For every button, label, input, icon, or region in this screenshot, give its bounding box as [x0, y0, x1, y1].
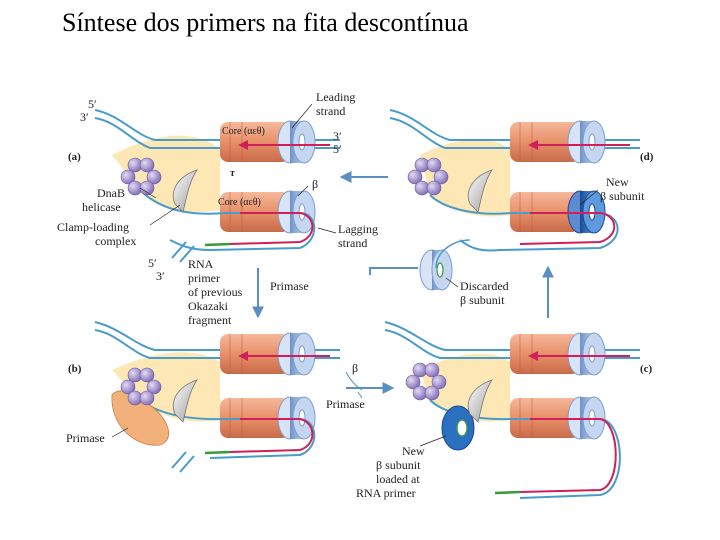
rna-primer-a — [204, 242, 231, 247]
discarded-beta: Discarded β subunit — [419, 239, 509, 307]
label-dnab-1: DnaB — [97, 186, 125, 200]
label-rna-3: of previous — [188, 285, 243, 299]
label-new-c-2: β subunit — [376, 458, 421, 472]
label-primase-arrow-b: Primase — [326, 397, 365, 411]
panel-label-b: (b) — [68, 363, 82, 375]
lagging-end — [171, 241, 195, 263]
label-core-bottom: Core (αεθ) — [218, 197, 261, 208]
label-leading-2: strand — [316, 104, 345, 118]
label-rna-5: fragment — [188, 313, 232, 327]
tau-region — [112, 135, 220, 212]
label-3prime-lag: 3′ — [156, 269, 165, 283]
label-dnab-2: helicase — [82, 200, 121, 214]
label-rna-4: Okazaki — [188, 299, 229, 313]
label-5prime-lead: 5′ — [333, 142, 342, 156]
parental-strand-bottom — [94, 117, 340, 149]
label-lagging-1: Lagging — [338, 222, 378, 236]
label-rna-2: primer — [188, 271, 220, 285]
label-beta-arrow: β — [352, 361, 358, 375]
panel-label-c: (c) — [640, 363, 653, 375]
label-rna-1: RNA — [188, 257, 214, 271]
okazaki-fragment — [229, 212, 314, 245]
panel-label-a: (a) — [68, 151, 81, 163]
label-discarded-2: β subunit — [460, 293, 505, 307]
transition-arrows: Primase β Primase — [252, 171, 554, 411]
panel-d: (d) New β subunit — [389, 109, 654, 252]
label-new-d-2: β subunit — [600, 189, 645, 203]
label-lagging-2: strand — [338, 236, 367, 250]
label-new-d-1: New — [606, 175, 629, 189]
panel-label-d: (d) — [640, 151, 654, 163]
label-beta-a: β — [312, 177, 318, 191]
lagging-template — [139, 189, 316, 252]
label-3prime-lead: 3′ — [333, 129, 342, 143]
new-beta-loading — [441, 405, 475, 451]
label-primase-b: Primase — [66, 431, 105, 445]
label-primase-arrow: Primase — [270, 279, 309, 293]
label-new-c-1: New — [402, 444, 425, 458]
label-5prime-a: 5′ — [88, 97, 97, 111]
label-discarded-1: Discarded — [460, 279, 509, 293]
label-clamp-2: complex — [95, 234, 136, 248]
page-title: Síntese dos primers na fita descontínua — [62, 8, 469, 37]
label-clamp-1: Clamp-loading — [57, 220, 129, 234]
parental-strand-top — [94, 109, 340, 141]
label-5prime-lag: 5′ — [148, 256, 157, 270]
label-tau: τ — [230, 167, 236, 179]
label-3prime-a: 3′ — [80, 110, 89, 124]
label-leading-1: Leading — [316, 90, 355, 104]
panel-c: (c) New β subunit loaded at RNA primer — [356, 321, 653, 500]
panel-a: 5′ 3′ Leading strand 3′ 5′ Core (αεθ) Co… — [57, 90, 378, 327]
label-core-top: Core (αεθ) — [222, 126, 265, 137]
label-new-c-4: RNA primer — [356, 486, 416, 500]
label-new-c-3: loaded at — [376, 472, 420, 486]
panel-b: (b) Primase — [66, 321, 340, 473]
